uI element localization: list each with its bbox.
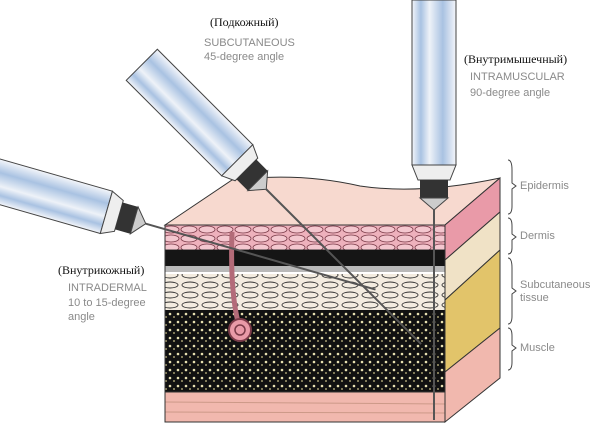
muscle-front xyxy=(164,391,446,423)
intramuscular-label: INTRAMUSCULAR xyxy=(470,71,565,83)
layer-brackets xyxy=(507,159,517,371)
intradermal-syringe xyxy=(0,153,376,291)
intradermal-angle-line1: 10 to 15-degree xyxy=(68,297,146,309)
muscle-side xyxy=(444,326,501,424)
sweat-gland xyxy=(228,318,252,342)
subcutaneous-syringe xyxy=(125,48,422,345)
subcutaneous-label: SUBCUTANEOUS xyxy=(204,37,295,49)
subcutaneous-ru-label: (Подкожный) xyxy=(210,15,279,29)
subcutaneous-front xyxy=(165,274,445,310)
intradermal-label: INTRADERMAL xyxy=(68,282,147,294)
layer-label-epidermis: Epidermis xyxy=(520,180,569,192)
intradermal-ru-label: (Внутрикожный) xyxy=(58,263,145,277)
intramuscular-ru-label: (Внутримышечный) xyxy=(464,52,568,66)
intramuscular-angle: 90-degree angle xyxy=(470,87,551,99)
subcutaneous-angle: 45-degree angle xyxy=(204,51,285,63)
muscle-dots xyxy=(165,310,445,392)
layer-label-subcutaneous: Subcutaneous tissue xyxy=(520,279,591,304)
layer-label-muscle: Muscle xyxy=(520,342,555,354)
intramuscular-syringe xyxy=(411,0,457,420)
intradermal-angle-line2: angle xyxy=(68,311,95,323)
layer-label-dermis: Dermis xyxy=(520,230,555,242)
